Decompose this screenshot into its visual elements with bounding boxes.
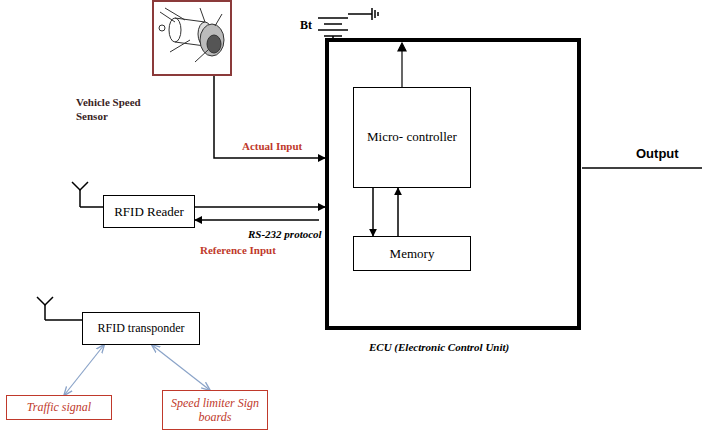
rfid-transponder-box: RFID transponder bbox=[82, 312, 200, 345]
output-label: Output bbox=[636, 146, 679, 161]
signal-label: Reference Input bbox=[200, 244, 276, 256]
connector-arrow bbox=[64, 345, 104, 395]
node-text: Memory bbox=[390, 246, 435, 262]
node-text: Vehicle Speed Sensor bbox=[76, 96, 150, 124]
battery-symbol bbox=[318, 8, 378, 40]
edge-label: Actual Input bbox=[240, 140, 304, 152]
connector-arrow bbox=[372, 188, 374, 236]
sign-board-box: Speed limiter Sign boards bbox=[162, 390, 268, 430]
supply-wire bbox=[398, 43, 406, 88]
traffic-signal-box: Traffic signal bbox=[6, 395, 112, 420]
sensor-picture-box: Vehicle Speed Sensor bbox=[152, 0, 232, 76]
connector-arrow bbox=[195, 206, 325, 208]
protocol-label: RS-232 protocol bbox=[248, 228, 322, 240]
node-text: RFID transponder bbox=[98, 321, 185, 336]
connector-arrow bbox=[214, 76, 325, 158]
connector-arrow bbox=[152, 345, 210, 390]
node-text: RFID Reader bbox=[114, 204, 184, 220]
memory-box: Memory bbox=[353, 236, 471, 271]
microcontroller-box: Micro- controller bbox=[353, 87, 471, 188]
ecu-box: ECU (Electronic Control Unit)Micro- cont… bbox=[325, 38, 581, 330]
output-wire bbox=[582, 167, 702, 169]
node-text: Traffic signal bbox=[27, 400, 91, 415]
speed-sensor-drawing bbox=[159, 8, 224, 62]
node-text: ECU (Electronic Control Unit) bbox=[369, 340, 519, 354]
node-text: Micro- controller bbox=[367, 129, 457, 146]
antenna-symbol bbox=[37, 182, 104, 320]
battery-label: Bt bbox=[300, 18, 312, 33]
connector-arrow bbox=[397, 188, 399, 236]
connector-arrow bbox=[195, 219, 319, 221]
node-text: Speed limiter Sign boards bbox=[163, 396, 267, 425]
rfid-reader-box: RFID Reader bbox=[103, 195, 195, 228]
